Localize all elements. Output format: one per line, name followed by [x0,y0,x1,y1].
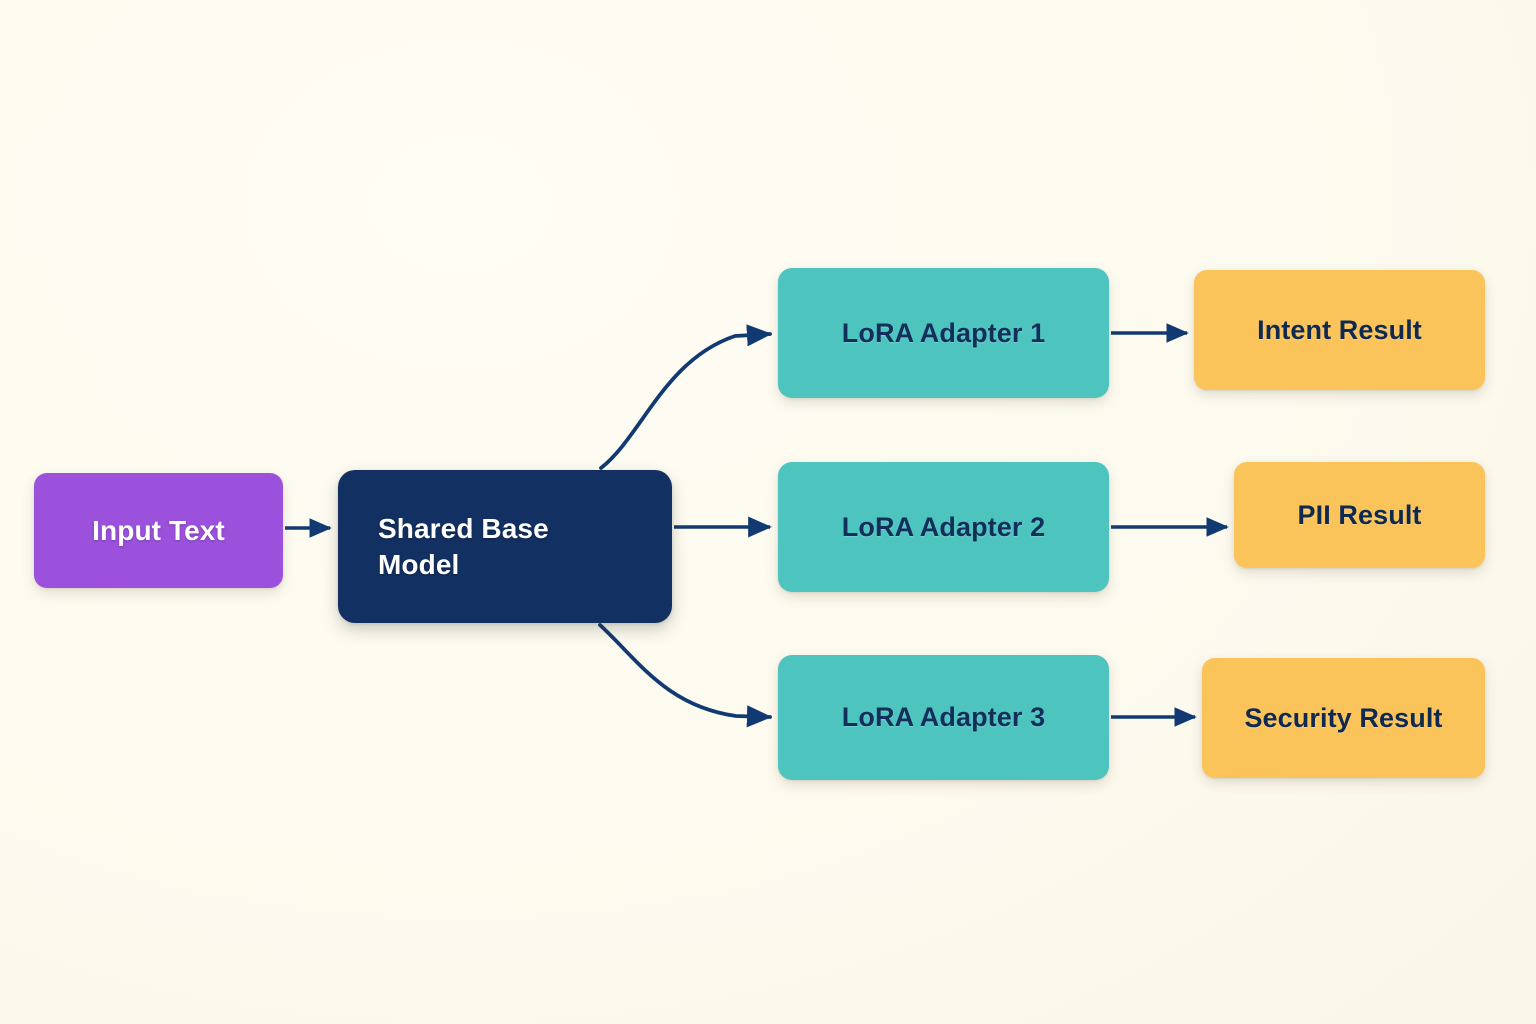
node-lora-adapter-3[interactable]: LoRA Adapter 3 [778,655,1109,780]
edge-base-to-adapter-3 [598,623,773,728]
node-intent-result[interactable]: Intent Result [1194,270,1485,390]
node-lora-adapter-1-label: LoRA Adapter 1 [841,317,1046,348]
node-input-text[interactable]: Input Text [34,473,283,588]
node-shared-base-model-label-line1: Shared Base [378,512,549,544]
node-lora-adapter-1[interactable]: LoRA Adapter 1 [778,268,1109,398]
node-security-result[interactable]: Security Result [1202,658,1485,778]
node-security-result-label: Security Result [1244,702,1443,733]
edge-base-to-adapter-1 [599,324,773,470]
node-shared-base-model-label-line2: Model [378,548,460,580]
node-input-text-label: Input Text [92,514,225,546]
node-lora-adapter-2-label: LoRA Adapter 2 [841,511,1046,542]
node-pii-result-label: PII Result [1297,499,1422,530]
node-intent-result-label: Intent Result [1257,314,1422,345]
node-lora-adapter-3-label: LoRA Adapter 3 [841,702,1046,733]
node-pii-result[interactable]: PII Result [1234,462,1485,568]
node-lora-adapter-2[interactable]: LoRA Adapter 2 [778,462,1109,592]
